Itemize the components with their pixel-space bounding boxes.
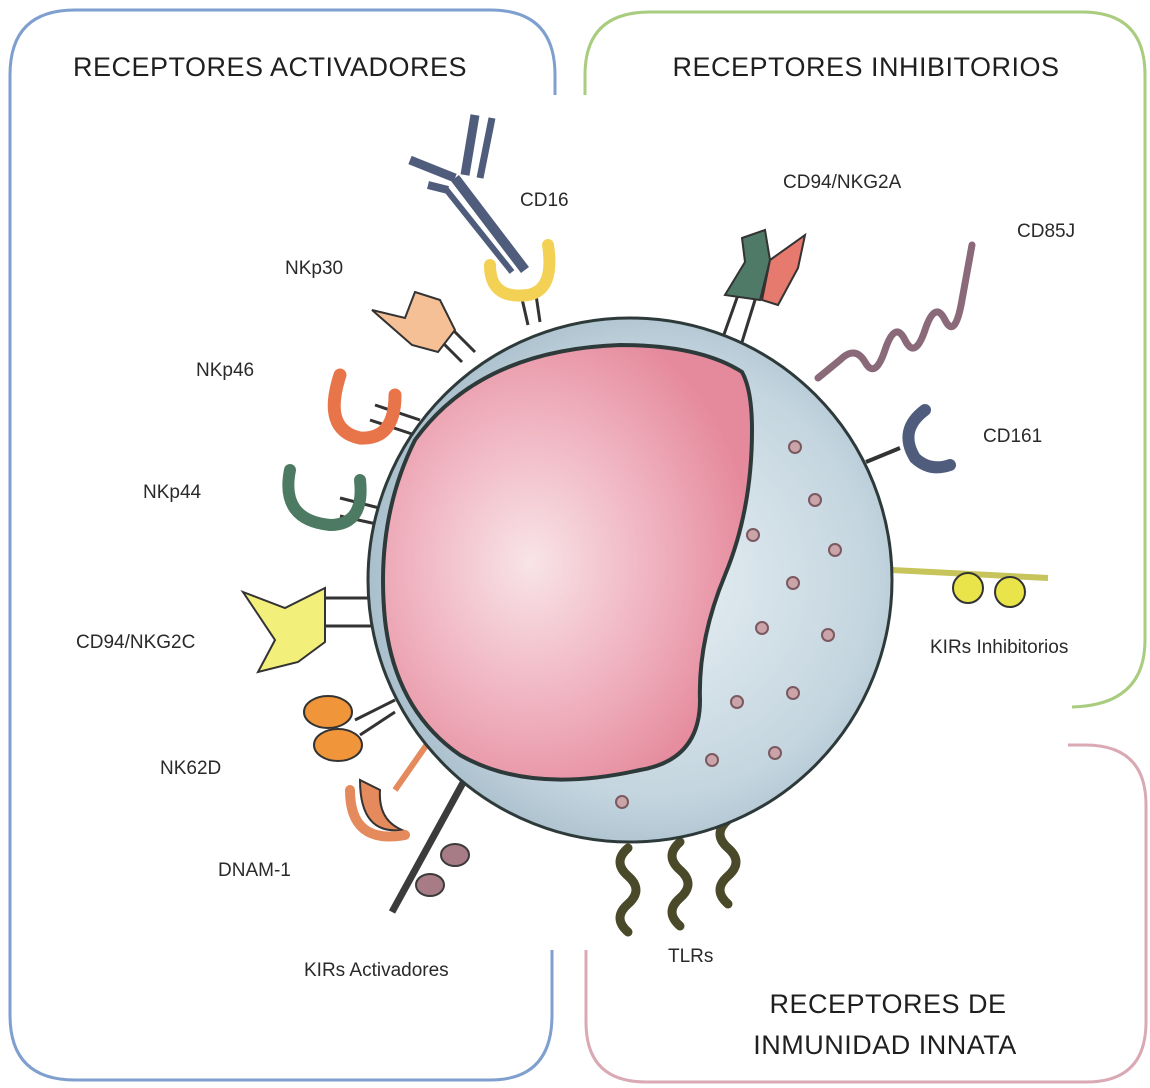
nkp30-receptor bbox=[372, 292, 475, 362]
label-tlrs: TLRs bbox=[668, 946, 713, 967]
innate-group-title-line2: INMUNIDAD INNATA bbox=[753, 1030, 1017, 1060]
label-nkp46: NKp46 bbox=[196, 360, 254, 381]
kir-inhibitory-receptor bbox=[892, 570, 1048, 607]
nkp46-receptor bbox=[334, 375, 420, 438]
cd16-receptor bbox=[410, 115, 549, 325]
label-cd94-nkg2a: CD94/NKG2A bbox=[783, 172, 902, 193]
nkg2d-receptor bbox=[304, 696, 395, 761]
label-cd16: CD16 bbox=[520, 190, 569, 211]
cd94-nkg2a-receptor bbox=[722, 230, 805, 342]
dnam1-receptor bbox=[350, 740, 430, 837]
label-kirs-inhibitory: KIRs Inhibitorios bbox=[930, 637, 1068, 658]
inhibitory-group-title: RECEPTORES INHIBITORIOS bbox=[672, 52, 1059, 82]
cell-nucleus bbox=[383, 345, 752, 780]
innate-group-title-line1: RECEPTORES DE bbox=[769, 989, 1006, 1019]
label-cd94-nkg2c: CD94/NKG2C bbox=[76, 632, 195, 653]
nk-cell bbox=[368, 318, 892, 842]
label-cd85j: CD85J bbox=[1017, 221, 1075, 242]
label-cd161: CD161 bbox=[983, 426, 1042, 447]
label-nkp44: NKp44 bbox=[143, 482, 202, 503]
activating-group-title: RECEPTORES ACTIVADORES bbox=[73, 52, 467, 82]
kir-activating-receptor bbox=[392, 770, 470, 912]
label-nk62d: NK62D bbox=[160, 758, 221, 779]
label-dnam1: DNAM-1 bbox=[218, 860, 291, 881]
cd94-nkg2c-receptor bbox=[243, 588, 385, 672]
cd85j-receptor bbox=[818, 245, 972, 378]
label-nkp30: NKp30 bbox=[285, 258, 343, 279]
cd161-receptor bbox=[866, 410, 950, 467]
label-kirs-activating: KIRs Activadores bbox=[304, 960, 449, 981]
